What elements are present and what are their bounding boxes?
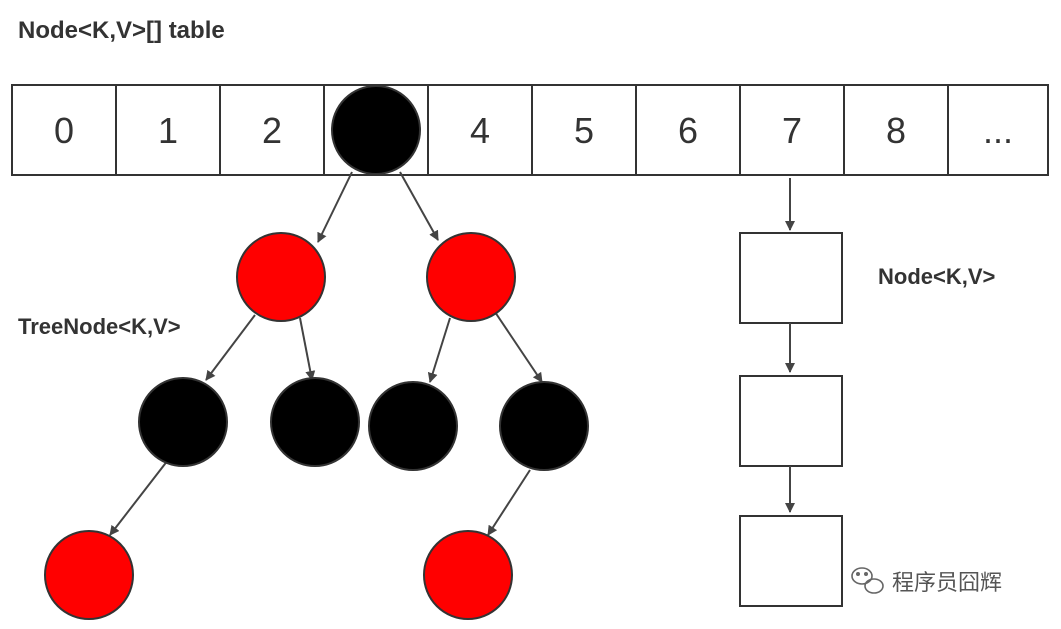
watermark-text: 程序员囧辉 [892, 571, 1002, 596]
red-black-tree [44, 85, 589, 620]
edge-r1-left [427, 317, 451, 383]
watermark: 程序员囧辉 [851, 567, 1002, 596]
tree-node-black-r1r [499, 381, 589, 471]
list-node-3 [739, 515, 843, 607]
node-label: Node<K,V> [878, 264, 995, 289]
cell-index: 5 [574, 110, 594, 151]
edge-l1-right [299, 317, 316, 381]
cell-index: 1 [158, 110, 178, 151]
tree-node-red-r1rl [423, 530, 513, 620]
treenode-label: TreeNode<K,V> [18, 314, 181, 339]
tree-node-black-l1l [138, 377, 228, 467]
cell-index: 7 [782, 110, 802, 151]
table-array: 0 1 2 4 5 6 7 8 [11, 84, 1049, 176]
edge-root-right [399, 171, 439, 241]
cell-index: ... [983, 110, 1013, 151]
linked-list [739, 178, 843, 607]
tree-node-black-r1l [368, 381, 458, 471]
cell-index: 0 [54, 110, 74, 151]
edge-r1r-left [487, 469, 531, 536]
list-node-2 [739, 375, 843, 467]
cell-index: 8 [886, 110, 906, 151]
table-cell-6: 6 [635, 84, 741, 176]
edge-l1l-left [109, 459, 169, 536]
cell-index: 2 [262, 110, 282, 151]
table-cell-8: 8 [843, 84, 949, 176]
table-cell-ellipsis: ... [947, 84, 1049, 176]
tree-node-red-l1ll [44, 530, 134, 620]
wechat-icon [851, 567, 884, 594]
table-cell-1: 1 [115, 84, 221, 176]
edge-root-left [317, 171, 353, 243]
edge-r1-right [494, 311, 543, 383]
tree-node-red-l1 [236, 232, 326, 322]
edge-l1-left [205, 314, 256, 381]
table-title: Node<K,V>[] table [18, 17, 225, 44]
table-cell-7: 7 [739, 84, 845, 176]
tree-node-black-l1r [270, 377, 360, 467]
table-cell-0: 0 [11, 84, 117, 176]
tree-edges [109, 171, 543, 536]
list-node-1 [739, 232, 843, 324]
cell-index: 6 [678, 110, 698, 151]
cell-index: 4 [470, 110, 490, 151]
tree-node-root [331, 85, 421, 175]
tree-node-red-r1 [426, 232, 516, 322]
table-cell-5: 5 [531, 84, 637, 176]
table-cell-2: 2 [219, 84, 325, 176]
table-cell-4: 4 [427, 84, 533, 176]
